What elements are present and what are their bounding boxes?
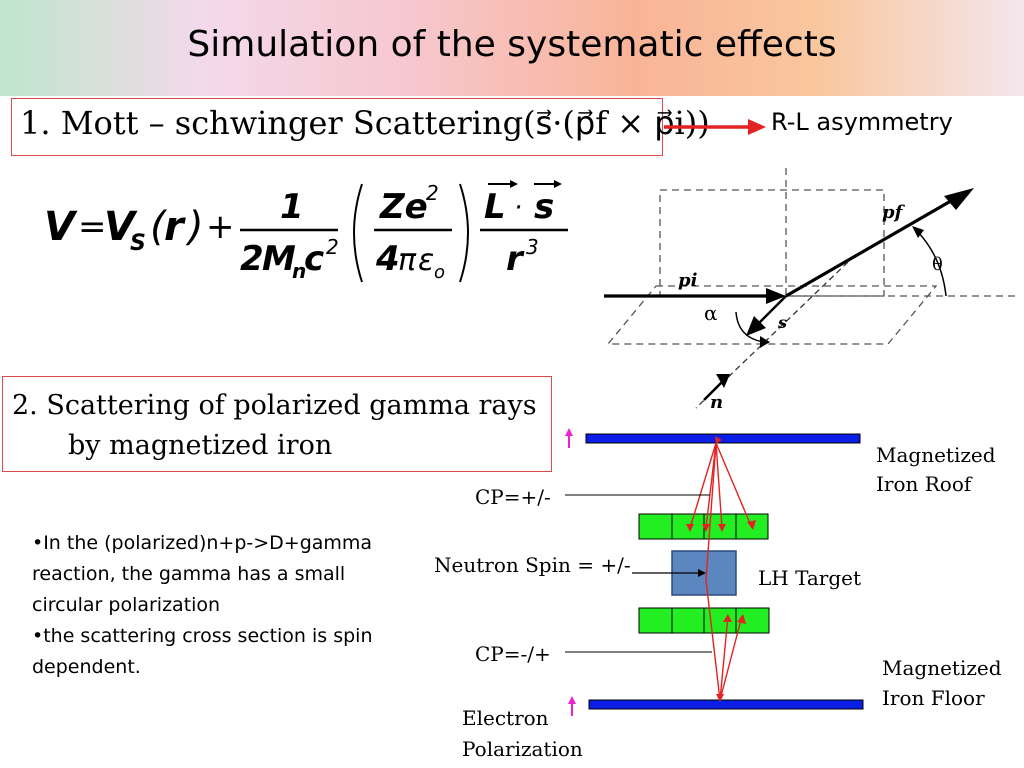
svg-text:r: r xyxy=(164,204,186,250)
potential-equation: V = V S ( r ) + 1 2 M n c 2 Ze 2 4 π ε o… xyxy=(44,180,568,283)
svg-text:·: · xyxy=(514,193,522,223)
section2-box xyxy=(2,376,552,472)
pf-label: pf xyxy=(882,202,906,223)
iron-floor-label: Magnetized Iron Floor xyxy=(882,656,1002,710)
bullet-item: •the scattering cross section is spin de… xyxy=(32,625,373,678)
svg-text:M: M xyxy=(262,239,296,279)
svg-text:2: 2 xyxy=(326,235,339,259)
theta-arc xyxy=(917,231,947,297)
section2-line1: 2. Scattering of polarized gamma rays xyxy=(12,390,537,421)
svg-text:s: s xyxy=(534,187,554,227)
svg-text:4: 4 xyxy=(375,239,400,279)
title-banner xyxy=(0,0,1024,96)
detector-bottom-1 xyxy=(638,607,673,634)
section2-heading: 2. Scattering of polarized gamma rays by… xyxy=(12,386,537,466)
svg-text:1: 1 xyxy=(280,187,304,227)
detector-top-1 xyxy=(638,513,673,540)
svg-text:π: π xyxy=(398,243,417,278)
formula-box xyxy=(11,98,663,156)
section2-line2: by magnetized iron xyxy=(68,430,333,461)
svg-text:3: 3 xyxy=(526,235,539,259)
svg-text:S: S xyxy=(130,231,146,256)
svg-text:n: n xyxy=(292,259,306,283)
svg-text:+: + xyxy=(206,207,235,247)
slide-title: Simulation of the systematic effects xyxy=(187,24,837,65)
bullet-list: •In the (polarized)n+p->D+gamma reaction… xyxy=(32,528,412,683)
iron-roof xyxy=(585,433,861,444)
svg-text:2: 2 xyxy=(240,239,264,279)
bullet-item: •In the (polarized)n+p->D+gamma reaction… xyxy=(32,532,373,616)
svg-text:L: L xyxy=(484,187,506,227)
electron-polarization-label: Electron Polarization xyxy=(462,706,583,761)
mott-schwinger-formula: 1. Mott – schwinger Scattering(s⃗·(p⃗f ×… xyxy=(20,104,710,142)
scattering-geometry-diagram: pf pi θ α s n xyxy=(604,168,1016,413)
svg-text:=: = xyxy=(78,207,107,247)
svg-text:2: 2 xyxy=(426,181,439,205)
s-arrow xyxy=(755,295,787,327)
cp-bottom-label: CP=-/+ xyxy=(475,642,551,666)
pf-arrow xyxy=(785,196,957,298)
theta-label: θ xyxy=(932,254,943,275)
arrow-to-asymmetry xyxy=(664,119,766,135)
alpha-label: α xyxy=(704,301,718,325)
alpha-arc xyxy=(735,311,765,343)
gamma-rays xyxy=(689,442,753,701)
svg-text:r: r xyxy=(506,239,525,279)
svg-text:V: V xyxy=(44,204,78,250)
svg-text:Ze: Ze xyxy=(379,187,428,227)
s-label: s xyxy=(777,313,787,332)
iron-roof-label: Magnetized Iron Roof xyxy=(876,443,996,496)
horizontal-plane xyxy=(606,285,938,345)
svg-text:ε: ε xyxy=(418,243,434,278)
neutron-spin-label: Neutron Spin = +/- xyxy=(434,553,631,577)
svg-text:c: c xyxy=(304,239,324,279)
n-label: n xyxy=(710,392,723,413)
detector-bottom-2 xyxy=(671,607,705,634)
svg-text:V: V xyxy=(104,204,138,250)
iron-floor xyxy=(588,699,864,710)
vertical-plane xyxy=(659,189,885,297)
cp-top-label: CP=+/- xyxy=(475,485,551,509)
lh-target-label: LH Target xyxy=(758,566,862,590)
svg-text:): ) xyxy=(185,204,204,250)
pi-label: pi xyxy=(678,270,698,291)
svg-text:o: o xyxy=(434,262,445,283)
rl-asymmetry-label: R-L asymmetry xyxy=(771,108,953,136)
svg-text:(: ( xyxy=(150,204,168,250)
